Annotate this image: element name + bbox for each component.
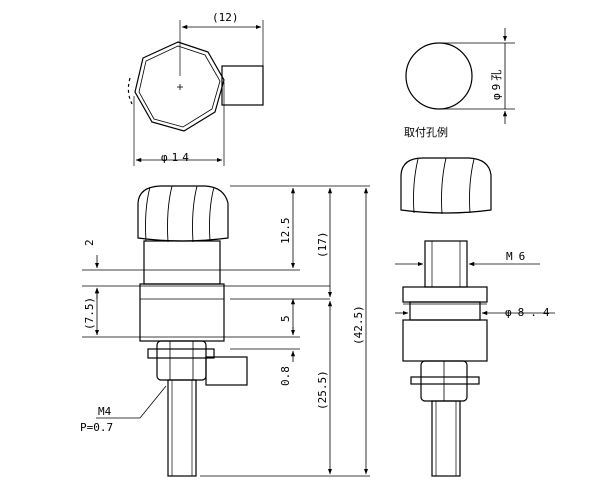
front-view: [82, 185, 370, 477]
dim-label-7-5: (7.5): [83, 297, 96, 330]
dim-label-12-5: 12.5: [279, 218, 292, 245]
thread-leader: [96, 385, 167, 419]
dim-label-12: (12): [212, 11, 239, 24]
top-view: [127, 20, 264, 166]
dim-label-5: 5: [279, 315, 292, 322]
dim-label-9-hole: φ9孔: [490, 67, 503, 100]
dim-label-42-5: (42.5): [352, 305, 365, 345]
solder-tab-front: [205, 356, 248, 386]
thread-section-m6: [424, 240, 468, 288]
dim-label-0-8: 0.8: [279, 366, 292, 386]
lug-washer-side: [410, 376, 480, 385]
panel-side: [409, 301, 481, 321]
knob-neck: [143, 240, 221, 285]
solder-tab-top: [221, 65, 264, 106]
body-side: [402, 319, 488, 362]
screw-shaft-side: [431, 400, 461, 477]
dim-label-25-5: (25.5): [316, 370, 329, 410]
knob-heptagon-inner: [138, 45, 221, 128]
knob-cap: [137, 185, 229, 242]
hex-nut-front: [156, 340, 207, 381]
mounting-hole: [405, 42, 473, 110]
knob-cap-side: [400, 157, 492, 214]
dim-label-14: φ14: [161, 151, 193, 164]
d84-label: φ8.4: [505, 306, 556, 319]
hole-caption: 取付孔例: [404, 125, 448, 139]
panel-nut-side: [402, 286, 488, 303]
hole-example: [405, 28, 515, 124]
dim-label-2: 2: [83, 239, 96, 246]
screw-shaft: [167, 379, 197, 477]
knob-heptagon: [134, 41, 225, 132]
binding-post-body: [139, 283, 225, 342]
thread-pitch-label: P=0.7: [80, 421, 113, 434]
lug-washer: [147, 348, 215, 359]
thread-spec-label: M4: [98, 405, 112, 418]
dim-label-17: (17): [316, 232, 329, 259]
side-view: [395, 157, 555, 477]
m6-label: M6: [506, 250, 531, 263]
